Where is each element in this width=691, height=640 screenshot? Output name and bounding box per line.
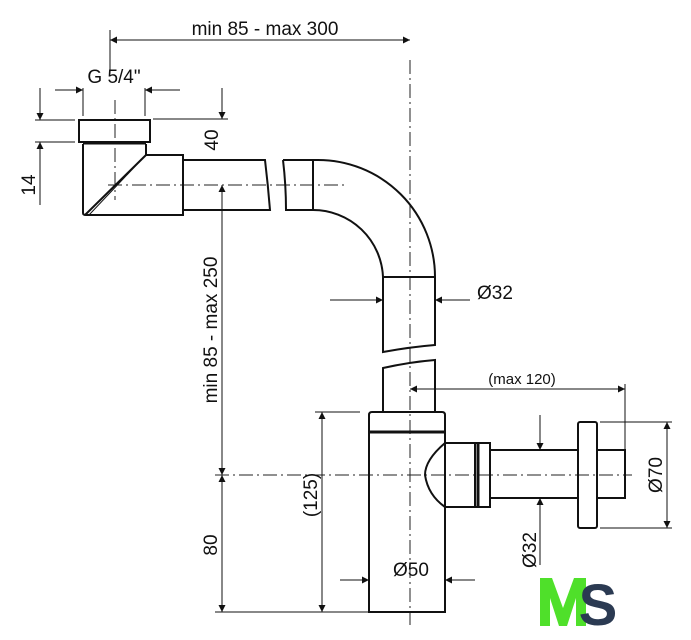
dim-label-flange: Ø70	[646, 457, 667, 493]
dim-label-top-offset: 40	[202, 129, 223, 150]
dim-label-bottle-diameter: Ø50	[393, 560, 429, 581]
horizontal-pipe	[183, 159, 436, 278]
dim-label-pipe-upper: Ø32	[477, 283, 513, 304]
dim-label-pipe-outlet: Ø32	[520, 532, 541, 568]
dim-thread: G 5/4"	[55, 67, 180, 116]
dim-horizontal-run: min 85 - max 300	[109, 19, 410, 70]
centerlines	[108, 60, 632, 625]
dim-label-vertical-run: min 85 - max 250	[201, 257, 222, 404]
dim-label-horizontal-run: min 85 - max 300	[192, 19, 339, 40]
dim-nut-height: 14	[19, 88, 75, 205]
vertical-pipe	[382, 276, 436, 412]
dim-pipe-upper: Ø32	[330, 283, 513, 304]
bottle-body	[368, 411, 626, 613]
dim-label-nut-height: 14	[19, 174, 40, 196]
dim-bottle-diameter: Ø50	[340, 560, 475, 584]
dim-label-outlet-height: 80	[201, 534, 222, 555]
dim-outlet-reach: (max 120)	[410, 371, 626, 450]
dim-vertical: 40 min 85 - max 250 80	[153, 88, 369, 613]
dim-pipe-outlet: Ø32	[520, 415, 544, 568]
svg-text:S: S	[579, 573, 618, 638]
dim-bottle-height: (125)	[301, 411, 360, 612]
inlet-elbow	[78, 119, 184, 216]
dim-label-outlet-reach: (max 120)	[488, 371, 556, 388]
dim-label-thread: G 5/4"	[87, 67, 140, 88]
ms-logo: S	[540, 573, 617, 638]
dim-label-bottle-height: (125)	[301, 473, 322, 517]
dim-flange: Ø70	[600, 421, 672, 529]
